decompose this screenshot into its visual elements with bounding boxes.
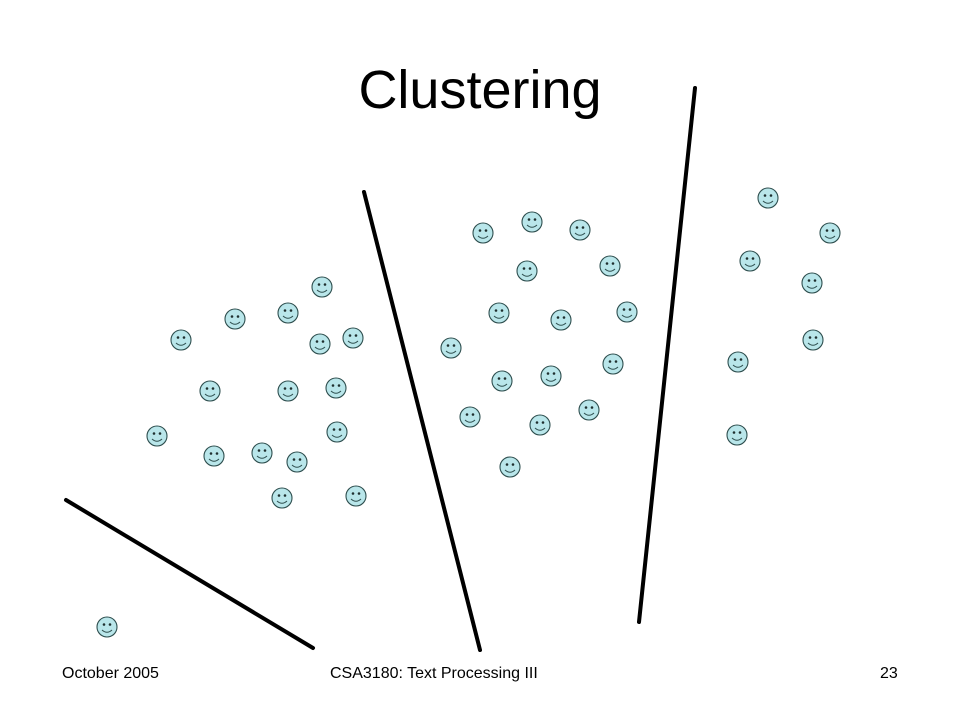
smiley-face-icon [286,451,308,473]
smiley-face-icon [801,272,823,294]
smiley-face-icon [277,302,299,324]
smiley-face-icon [146,425,168,447]
smiley-face-icon [311,276,333,298]
smiley-face-icon [342,327,364,349]
smiley-face-icon [550,309,572,331]
smiley-face-icon [802,329,824,351]
smiley-face-icon [440,337,462,359]
smiley-face-icon [521,211,543,233]
cluster-boundary-line [637,86,697,624]
smiley-face-icon [516,260,538,282]
smiley-face-icon [345,485,367,507]
cluster-boundary-line [64,498,315,650]
smiley-face-icon [757,187,779,209]
smiley-face-icon [277,380,299,402]
footer-page-number: 23 [880,665,898,682]
slide-title: Clustering [358,60,602,120]
smiley-face-icon [96,616,118,638]
footer-course-title: CSA3180: Text Processing III [330,665,538,682]
smiley-face-icon [271,487,293,509]
cluster-dividers [64,86,697,652]
smiley-face-icon [224,308,246,330]
smiley-face-icon [326,421,348,443]
smiley-face-icon [199,380,221,402]
data-points [96,187,841,638]
cluster-boundary-line [362,190,482,652]
smiley-face-icon [491,370,513,392]
smiley-face-icon [488,302,510,324]
smiley-face-icon [569,219,591,241]
smiley-face-icon [540,365,562,387]
smiley-face-icon [602,353,624,375]
smiley-face-icon [170,329,192,351]
footer-date: October 2005 [62,665,159,682]
smiley-face-icon [251,442,273,464]
smiley-face-icon [739,250,761,272]
smiley-face-icon [499,456,521,478]
smiley-face-icon [599,255,621,277]
smiley-face-icon [578,399,600,421]
smiley-face-icon [203,445,225,467]
smiley-face-icon [325,377,347,399]
smiley-face-icon [529,414,551,436]
smiley-face-icon [472,222,494,244]
smiley-face-icon [727,351,749,373]
smiley-face-icon [616,301,638,323]
smiley-face-icon [726,424,748,446]
smiley-face-icon [309,333,331,355]
smiley-face-icon [459,406,481,428]
smiley-face-icon [819,222,841,244]
